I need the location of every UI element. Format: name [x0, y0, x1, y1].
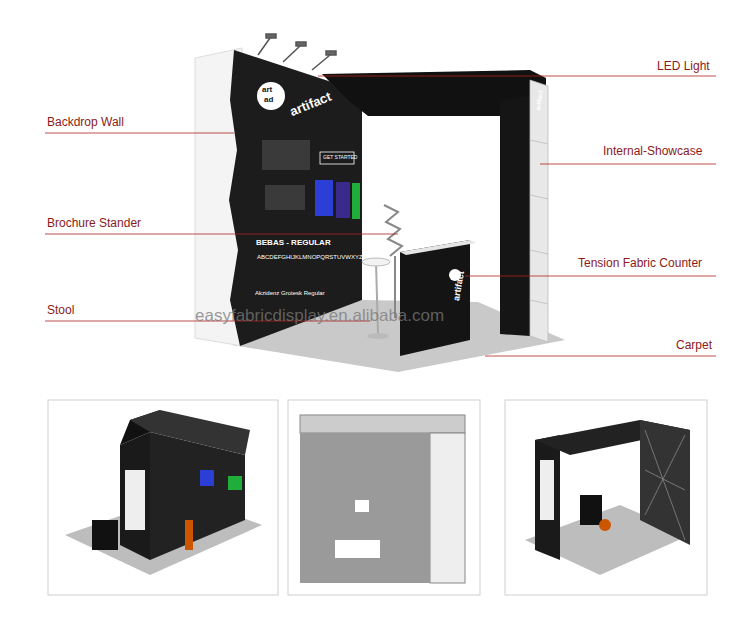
internal-showcase: [530, 80, 548, 342]
led-lights: [258, 34, 336, 70]
callout-label: Tension Fabric Counter: [578, 257, 702, 270]
thumb-frame: [48, 400, 278, 595]
counter-top: [400, 240, 476, 255]
blue-panel: [315, 180, 333, 216]
logo-circle: [257, 82, 285, 110]
watermark: easyfabricdisplay.en.alibaba.com: [195, 307, 444, 326]
font-sample: Akzidenz Grotesk Regular: [255, 290, 325, 297]
callout-label: LED Light: [657, 60, 710, 73]
thumb-frame: [288, 400, 480, 595]
font-sample: BEBAS - REGULAR: [256, 239, 331, 248]
callout-label: Stool: [47, 304, 74, 317]
thumb-frame: [505, 400, 707, 595]
right-pillar: [500, 96, 530, 336]
callout-label: Internal-Showcase: [603, 145, 702, 158]
button-text: GET STARTED: [323, 155, 357, 161]
purple-panel: [336, 182, 350, 218]
callout-label: Backdrop Wall: [47, 116, 124, 129]
fabric-counter: [400, 240, 470, 356]
leader-lines: [45, 76, 716, 356]
backdrop-wall: [229, 50, 362, 346]
font-sample: ABCDEFGHIJKLMNOPQRSTUVWXYZ: [257, 254, 363, 261]
showcase-shelves: [530, 140, 548, 304]
logo-text: ad: [264, 96, 273, 105]
callout-label: Brochure Stander: [47, 217, 141, 230]
wall-pattern: [262, 140, 310, 210]
callout-label: Carpet: [676, 339, 712, 352]
stool: [362, 258, 390, 339]
logo-text: art: [262, 86, 272, 95]
green-panel: [352, 183, 360, 219]
thumbnail-views: [48, 400, 707, 595]
